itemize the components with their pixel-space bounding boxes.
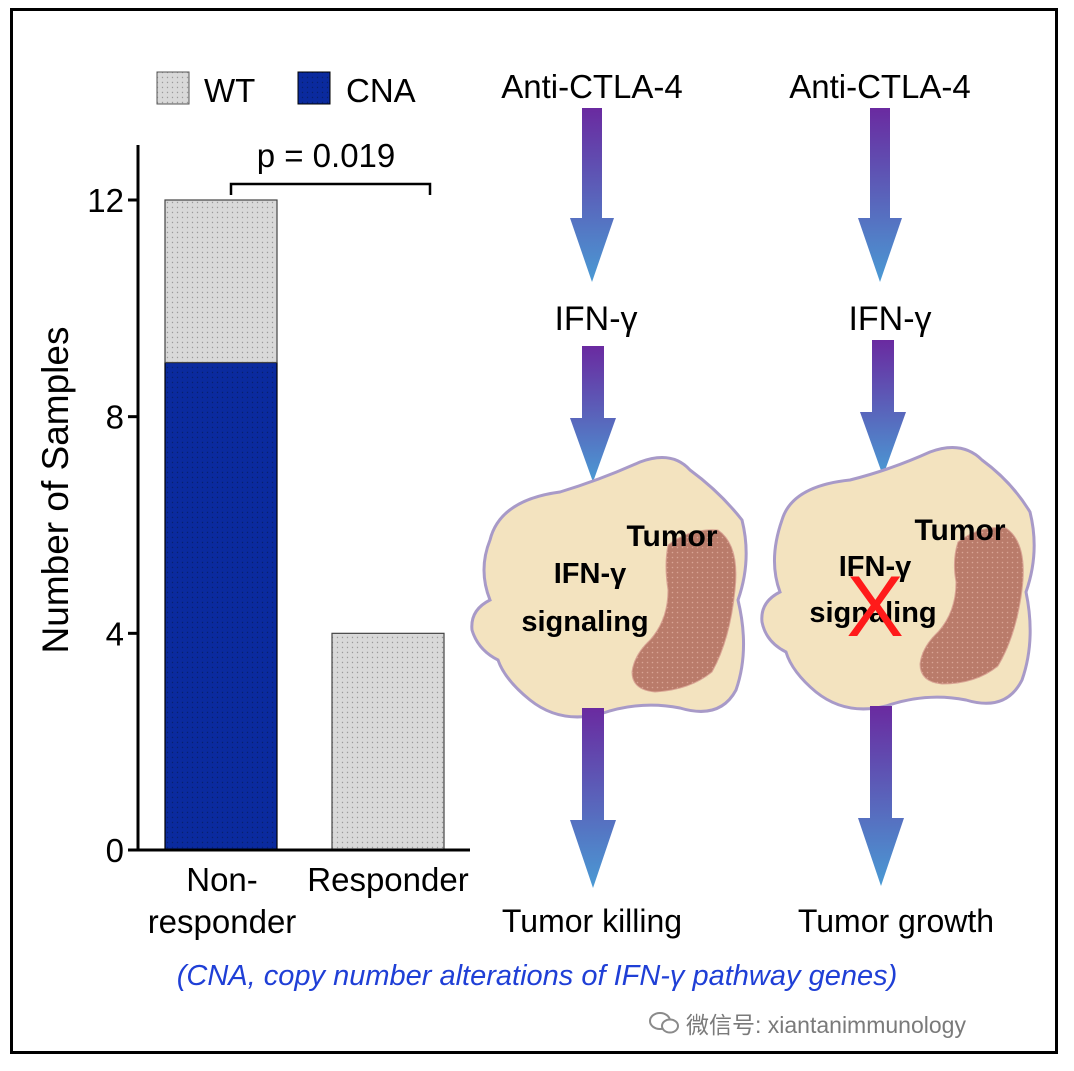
y-ticks: 0 4 8 12: [87, 182, 138, 869]
left-cytokine-label: IFN-γ: [554, 300, 637, 338]
legend-swatch-cna: [297, 71, 331, 105]
x-tick-labels: Non-responder Responder: [148, 861, 469, 940]
x-tick-label: Non-responder: [148, 861, 297, 940]
watermark-text: 微信号: xiantanimmunology: [686, 1012, 966, 1038]
left-signaling-line1: IFN-γ: [554, 558, 627, 590]
figure-caption: (CNA, copy number alterations of IFN-γ p…: [176, 960, 898, 992]
right-tumor-label: Tumor: [914, 514, 1005, 547]
y-axis-label: Number of Samples: [35, 327, 76, 654]
bar-chart: 0 4 8 12 Non-responder Responder Number of S…: [35, 137, 470, 940]
right-signaling-line1: IFN-γ: [839, 551, 912, 583]
left-pathway: Anti-CTLA-4 IFN-γ Tumor IFN-γ signaling …: [470, 68, 748, 939]
left-signaling-line2: signaling: [521, 606, 648, 638]
right-arrow-1: [858, 108, 902, 282]
left-arrow-2: [570, 346, 616, 482]
y-tick-label: 0: [106, 832, 124, 869]
y-tick-label: 8: [106, 399, 124, 436]
left-outcome-label: Tumor killing: [502, 903, 682, 939]
bar-group: [164, 199, 445, 851]
left-tumor-label: Tumor: [626, 520, 717, 553]
legend-label-wt: WT: [204, 72, 255, 109]
right-tumor-nucleus: [919, 527, 1024, 685]
significance-bracket: [229, 182, 432, 195]
left-arrow-1: [570, 108, 614, 282]
y-tick-label: 12: [87, 182, 124, 219]
chart-legend: WT CNA: [156, 71, 416, 109]
left-arrow-3: [570, 708, 616, 888]
y-tick-label: 4: [106, 615, 124, 652]
right-arrow-2: [860, 340, 906, 476]
p-value-annotation: p = 0.019: [257, 137, 396, 174]
bar-cna-non-responder: [164, 361, 278, 851]
x-tick-label: Responder: [307, 861, 468, 898]
right-pathway: Anti-CTLA-4 IFN-γ Tumor IFN-γ signaling …: [760, 68, 1036, 939]
wechat-icon: [649, 1012, 679, 1034]
left-drug-label: Anti-CTLA-4: [501, 68, 683, 105]
watermark: 微信号: xiantanimmunology: [648, 1006, 966, 1040]
right-drug-label: Anti-CTLA-4: [789, 68, 971, 105]
right-block-mark: X: [846, 559, 903, 655]
right-signaling-line2: signaling: [809, 597, 936, 629]
right-arrow-3: [858, 706, 904, 886]
right-cytokine-label: IFN-γ: [848, 300, 931, 338]
legend-label-cna: CNA: [346, 72, 416, 109]
left-tumor-nucleus: [631, 529, 737, 693]
legend-swatch-wt: [156, 71, 190, 105]
bar-wt-non-responder: [164, 199, 278, 364]
right-outcome-label: Tumor growth: [798, 903, 994, 939]
bar-wt-responder: [331, 632, 445, 851]
